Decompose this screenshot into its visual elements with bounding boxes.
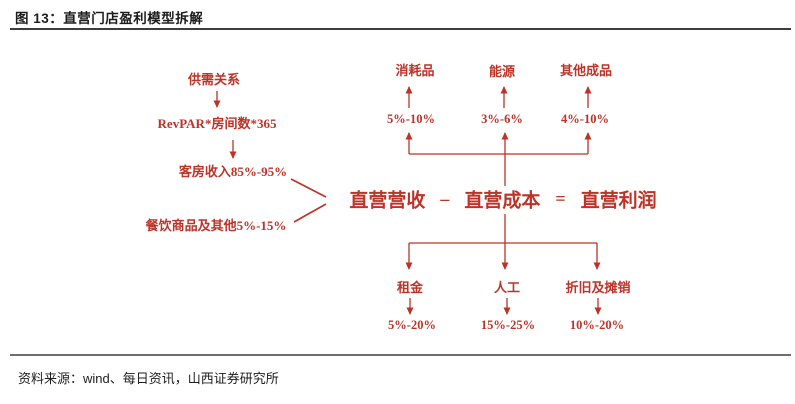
equals-sign: = [555, 188, 566, 209]
value-energy: 3%-6% [481, 112, 523, 127]
node-supply-demand: 供需关系 [187, 71, 241, 87]
profit-model-diagram: 供需关系 RevPAR*房间数*365 客房收入85%-95% 餐饮商品及其他5… [0, 30, 795, 352]
node-energy-label: 能源 [488, 63, 516, 79]
node-revpar-formula: RevPAR*房间数*365 [157, 115, 277, 131]
line-fnb-to-revenue [293, 203, 327, 223]
value-consumables: 5%-10% [387, 112, 435, 127]
formula-cost: 直营成本 [464, 190, 541, 212]
formula-revenue: 直营营收 [349, 190, 426, 212]
value-depreciation: 10%-20% [569, 318, 625, 333]
formula-profit: 直营利润 [580, 190, 657, 212]
figure-title: 图 13：直营门店盈利模型拆解 [15, 11, 204, 26]
top-divider [10, 28, 791, 30]
node-other-goods-label: 其他成品 [559, 62, 613, 78]
value-labor: 15%-25% [480, 318, 536, 333]
node-fnb-other: 餐饮商品及其他5%-15% [145, 217, 287, 233]
node-depreciation-label: 折旧及摊销 [565, 279, 631, 295]
minus-sign: – [440, 188, 450, 209]
node-rent-label: 租金 [396, 279, 424, 295]
profit-formula: 直营营收 – 直营成本 = 直营利润 [349, 186, 656, 213]
source-note: 资料来源：wind、每日资讯，山西证券研究所 [18, 371, 279, 386]
line-room-to-revenue [290, 178, 327, 198]
bottom-divider [10, 354, 791, 356]
value-rent: 5%-20% [388, 318, 436, 333]
node-consumables-label: 消耗品 [395, 62, 435, 78]
node-room-revenue: 客房收入85%-95% [178, 163, 288, 179]
value-other-goods: 4%-10% [561, 112, 609, 127]
node-labor-label: 人工 [493, 279, 521, 295]
